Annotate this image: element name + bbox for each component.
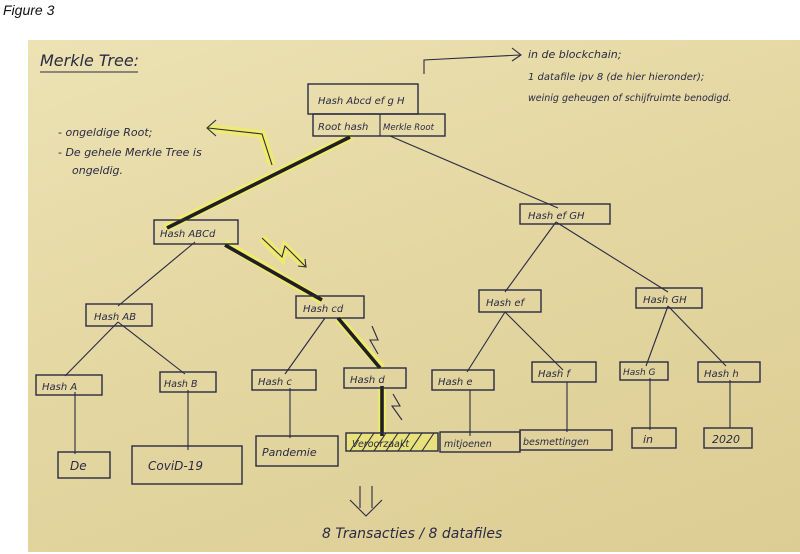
note-invalid-line-1: - ongeldige Root; [58,126,152,139]
node-abcd-label: Hash ABCd [160,229,216,240]
leaf-1-box [57,451,111,479]
leaf-8-label: 2020 [712,433,740,446]
node-a-box [35,374,103,396]
compromised-path [166,135,384,436]
leaf-2-box [131,445,243,485]
leaf-1-label: De [70,459,87,473]
leaf-8-box [703,427,753,449]
note-blockchain-line-3: weinig geheugen of schijfruimte benodigd… [528,93,732,104]
node-gh-label: Hash GH [643,295,687,306]
node-d-box [343,367,407,389]
note-invalid-line-2: - De gehele Merkle Tree is [58,146,202,159]
node-gh-box [635,287,703,309]
node-b-box [159,371,217,393]
node-boxes [35,83,761,485]
node-root-hash-label: Root hash [318,122,368,133]
node-c-label: Hash c [258,377,292,388]
node-ab-label: Hash AB [94,312,136,323]
highlight-path [163,132,386,436]
leaf-3-label: Pandemie [262,446,317,459]
leaf-7-label: in [643,433,653,446]
node-e-box [431,369,495,391]
note-blockchain-line-2: 1 datafile ipv 8 (de hier hieronder); [528,72,704,83]
node-ef-label: Hash ef [486,298,526,309]
leaf-3-box [255,435,339,467]
leaf-4-box [345,432,439,452]
node-efgh-box [519,203,611,225]
node-root-label: Hash Abcd ef g H [318,96,405,107]
node-a-label: Hash A [42,382,77,393]
bottom-caption: 8 Transacties / 8 datafiles [322,526,502,542]
node-efgh-label: Hash ef GH [528,211,585,222]
node-ab-box [85,303,153,327]
paper-background [28,40,800,552]
leaf-2-label: CoviD-19 [148,459,203,473]
lightning-icon-1 [261,237,307,268]
tree-edges [64,135,731,454]
node-e-label: Hash e [438,377,473,388]
node-h-box [697,361,761,383]
node-g-box [619,361,669,381]
leaf-7-box [631,427,677,449]
node-ef-box [478,289,542,313]
arrow-to-blockchain-note [423,47,522,74]
figure-caption: Figure 3 [3,2,55,18]
note-blockchain-line-1: in de blockchain; [528,48,621,61]
double-down-arrow-icon [349,486,383,517]
node-h-label: Hash h [704,369,739,380]
arrow-to-invalid-note [206,119,273,166]
node-merkle-root-label: Merkle Root [383,123,435,133]
node-cd-box [295,295,365,319]
root-hash-box [312,113,446,137]
node-d-label: Hash d [350,375,385,386]
node-b-label: Hash B [164,379,197,390]
leaf-5-label: mitjoenen [444,439,492,450]
lightning-icon-2 [369,325,379,355]
leaf-6-box [519,429,613,451]
node-f-label: Hash f [538,369,571,380]
node-cd-label: Hash cd [303,304,344,315]
node-c-box [251,369,317,391]
lightning-icon-3 [390,393,403,421]
node-abcd-box [153,219,239,245]
leaf-4-strike-hatch [349,432,435,452]
diagram-title: Merkle Tree: [40,51,139,70]
leaf-4-label: Veroorzaakt [352,439,410,450]
leaf-6-label: besmettingen [523,437,589,448]
note-invalid-line-3: ongeldig. [72,164,123,177]
node-g-label: Hash G [623,368,656,378]
node-f-box [531,361,597,383]
